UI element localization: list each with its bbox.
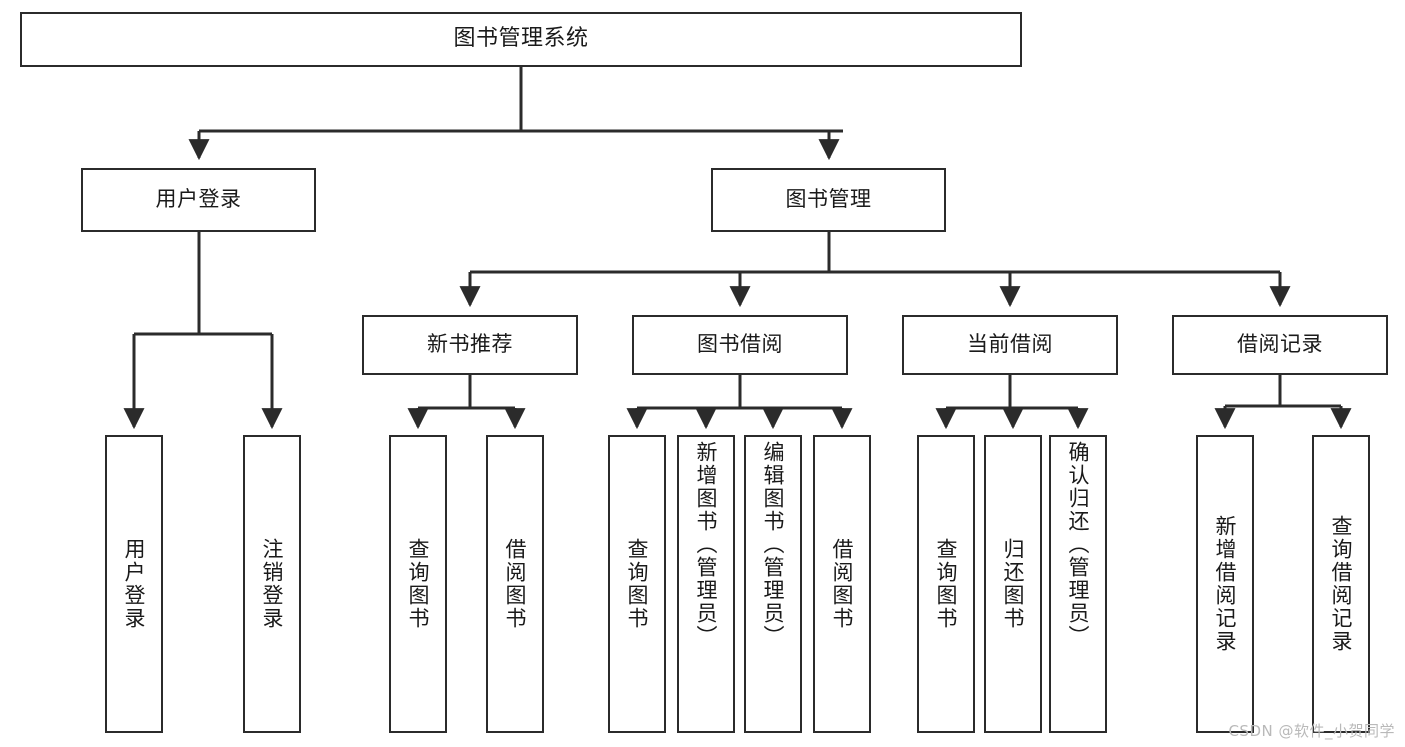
- node-label: 新书推荐: [427, 332, 513, 357]
- node-label: 新增图书（管理员）: [694, 441, 719, 648]
- leaf-add-borrow-record[interactable]: 新增借阅记录: [1196, 435, 1254, 733]
- node-user-login[interactable]: 用户登录: [81, 168, 316, 232]
- node-label: 用户登录: [122, 538, 147, 630]
- node-label: 图书管理: [785, 187, 872, 212]
- node-label: 用户登录: [155, 187, 242, 212]
- leaf-borrow-book[interactable]: 借阅图书: [813, 435, 871, 733]
- node-label: 查询图书: [934, 538, 959, 630]
- node-label: 图书借阅: [697, 332, 783, 357]
- leaf-user-login[interactable]: 用户登录: [105, 435, 163, 733]
- leaf-confirm-return-admin[interactable]: 确认归还（管理员）: [1049, 435, 1107, 733]
- node-new-book-recommend[interactable]: 新书推荐: [362, 315, 578, 375]
- node-label: 查询图书: [625, 538, 650, 630]
- node-label: 借阅图书: [503, 538, 528, 630]
- node-label: 当前借阅: [967, 332, 1053, 357]
- node-label: 借阅图书: [830, 538, 855, 630]
- leaf-query-book-recommend[interactable]: 查询图书: [389, 435, 447, 733]
- leaf-return-book[interactable]: 归还图书: [984, 435, 1042, 733]
- node-label: 查询借阅记录: [1329, 515, 1354, 653]
- node-current-borrow[interactable]: 当前借阅: [902, 315, 1118, 375]
- leaf-query-book-current[interactable]: 查询图书: [917, 435, 975, 733]
- leaf-query-book-borrow[interactable]: 查询图书: [608, 435, 666, 733]
- node-label: 归还图书: [1001, 538, 1026, 630]
- node-book-borrow[interactable]: 图书借阅: [632, 315, 848, 375]
- node-label: 编辑图书（管理员）: [761, 441, 786, 648]
- node-label: 新增借阅记录: [1213, 515, 1238, 653]
- node-borrow-record[interactable]: 借阅记录: [1172, 315, 1388, 375]
- leaf-user-logout[interactable]: 注销登录: [243, 435, 301, 733]
- node-label: 注销登录: [260, 538, 285, 630]
- leaf-add-book-admin[interactable]: 新增图书（管理员）: [677, 435, 735, 733]
- watermark-text: CSDN @软件_小贺同学: [1228, 722, 1395, 740]
- leaf-borrow-book-recommend[interactable]: 借阅图书: [486, 435, 544, 733]
- node-label: 查询图书: [406, 538, 431, 630]
- node-root-system[interactable]: 图书管理系统: [20, 12, 1022, 67]
- node-label: 确认归还（管理员）: [1066, 441, 1091, 648]
- leaf-edit-book-admin[interactable]: 编辑图书（管理员）: [744, 435, 802, 733]
- node-label: 借阅记录: [1237, 332, 1323, 357]
- node-book-management[interactable]: 图书管理: [711, 168, 946, 232]
- leaf-query-borrow-record[interactable]: 查询借阅记录: [1312, 435, 1370, 733]
- node-label: 图书管理系统: [453, 26, 589, 52]
